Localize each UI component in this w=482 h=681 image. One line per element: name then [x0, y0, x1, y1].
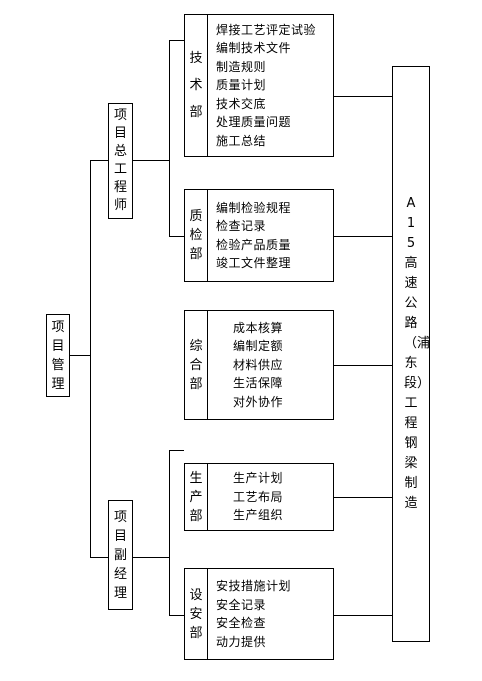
task-item: 安全记录	[216, 597, 267, 612]
connector-root-trunk	[70, 355, 90, 356]
connector-safety-project	[334, 615, 392, 616]
quality-dept-tasks: 编制检验规程 检查记录 检验产品质量 竣工文件整理	[216, 190, 329, 281]
production-dept-label: 生产部	[189, 470, 203, 524]
connector-deputy-bus	[133, 557, 169, 558]
connector-trunk-deputy	[90, 557, 108, 558]
quality-dept-box: 质检部 编制检验规程 检查记录 检验产品质量 竣工文件整理	[184, 189, 334, 282]
task-item: 成本核算	[233, 320, 284, 335]
quality-dept-label: 质检部	[189, 209, 203, 262]
task-item: 处理质量问题	[216, 115, 292, 130]
task-item: 生产计划	[233, 471, 284, 486]
deputy-manager-label: 项目副经理	[113, 509, 127, 601]
chief-engineer-label: 项目总工程师	[113, 108, 127, 213]
technical-dept-label: 技术部	[189, 51, 203, 120]
connector-trunk-chief	[90, 160, 108, 161]
connector-chief-bus	[133, 160, 169, 161]
task-item: 焊接工艺评定试验	[216, 22, 317, 37]
connector-general-project	[334, 365, 392, 366]
task-item: 安技措施计划	[216, 579, 292, 593]
task-item: 制造规则	[216, 59, 267, 74]
task-item: 安全检查	[216, 616, 267, 630]
safety-dept-box: 设安部 安技措施计划 安全记录 安全检查 动力提供	[184, 568, 334, 660]
connector-deputy-production	[169, 450, 184, 451]
task-item: 编制检验规程	[216, 200, 292, 215]
general-dept-name: 综合部	[185, 311, 208, 419]
connector-deputy-safety	[169, 615, 184, 616]
project-label: A15高速公路（浦东段）工程钢梁制造	[404, 196, 431, 511]
deputy-manager-box: 项目副经理	[108, 500, 133, 610]
connector-chief-vertical	[169, 40, 170, 236]
safety-dept-label: 设安部	[189, 587, 203, 641]
root-label: 项目管理	[51, 319, 65, 392]
technical-dept-name: 技术部	[185, 15, 208, 156]
project-box: A15高速公路（浦东段）工程钢梁制造	[392, 66, 430, 642]
general-dept-label: 综合部	[189, 338, 203, 392]
task-item: 施工总结	[216, 133, 267, 148]
task-item: 生活保障	[233, 376, 284, 391]
task-item: 技术交底	[216, 96, 267, 111]
safety-dept-name: 设安部	[185, 569, 208, 659]
connector-production-project	[334, 497, 392, 498]
task-item: 生产组织	[233, 508, 284, 523]
task-item: 动力提供	[216, 634, 267, 649]
task-item: 对外协作	[233, 394, 284, 409]
chief-engineer-box: 项目总工程师	[108, 103, 133, 219]
general-dept-tasks: 成本核算 编制定额 材料供应 生活保障 对外协作	[233, 311, 329, 419]
connector-tech-project	[334, 96, 392, 97]
task-item: 编制定额	[233, 339, 284, 354]
task-item: 材料供应	[233, 357, 284, 372]
general-dept-box: 综合部 成本核算 编制定额 材料供应 生活保障 对外协作	[184, 310, 334, 420]
task-item: 编制技术文件	[216, 41, 292, 56]
task-item: 竣工文件整理	[216, 256, 292, 270]
connector-trunk-vertical	[90, 160, 91, 557]
connector-chief-qc	[169, 236, 184, 237]
connector-qc-project	[334, 236, 392, 237]
connector-deputy-vertical	[169, 450, 170, 615]
technical-dept-tasks: 焊接工艺评定试验 编制技术文件 制造规则 质量计划 技术交底 处理质量问题 施工…	[216, 15, 329, 156]
safety-dept-tasks: 安技措施计划 安全记录 安全检查 动力提供	[216, 569, 329, 659]
quality-dept-name: 质检部	[185, 190, 208, 281]
connector-chief-tech	[169, 40, 184, 41]
production-dept-box: 生产部 生产计划 工艺布局 生产组织	[184, 463, 334, 531]
task-item: 质量计划	[216, 78, 267, 93]
task-item: 工艺布局	[233, 489, 284, 504]
technical-dept-box: 技术部 焊接工艺评定试验 编制技术文件 制造规则 质量计划 技术交底 处理质量问…	[184, 14, 334, 157]
production-dept-tasks: 生产计划 工艺布局 生产组织	[233, 464, 329, 530]
production-dept-name: 生产部	[185, 464, 208, 530]
project-management-box: 项目管理	[46, 314, 70, 397]
task-item: 检查记录	[216, 219, 267, 233]
task-item: 检验产品质量	[216, 237, 292, 252]
